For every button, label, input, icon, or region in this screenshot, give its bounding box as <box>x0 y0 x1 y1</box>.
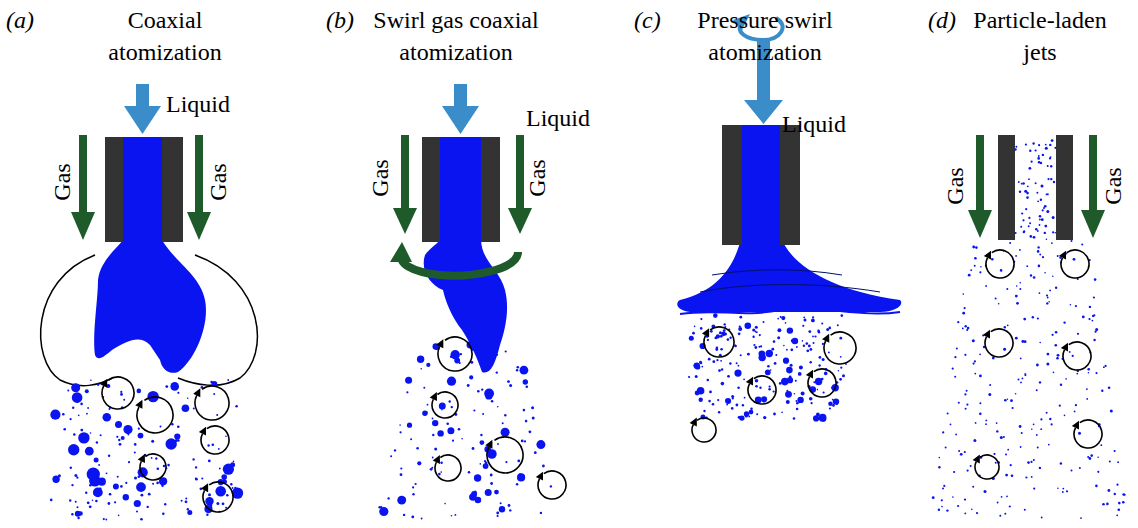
gas-label: Gas <box>521 146 553 210</box>
gas-label: Gas <box>1097 154 1129 218</box>
panel-letter: (b) <box>326 4 366 36</box>
panel-letter: (d) <box>928 4 968 36</box>
panel-letter: (a) <box>6 4 46 36</box>
gas-label: Gas <box>364 146 396 210</box>
panel-label: Liquid <box>166 88 236 120</box>
gas-label: Gas <box>939 154 971 218</box>
gas-label: Gas <box>46 150 78 214</box>
panel-label: Pressure swirl atomization <box>680 4 850 68</box>
panel-label: Liquid <box>782 108 852 140</box>
panel-letter: (c) <box>634 4 674 36</box>
gas-label: Gas <box>202 150 234 214</box>
panel-label: Swirl gas coaxial atomization <box>358 4 554 68</box>
panel-label: Particle-laden jets <box>960 4 1120 68</box>
panel-label: Liquid <box>526 102 596 134</box>
panel-label: Coaxial atomization <box>80 4 250 68</box>
